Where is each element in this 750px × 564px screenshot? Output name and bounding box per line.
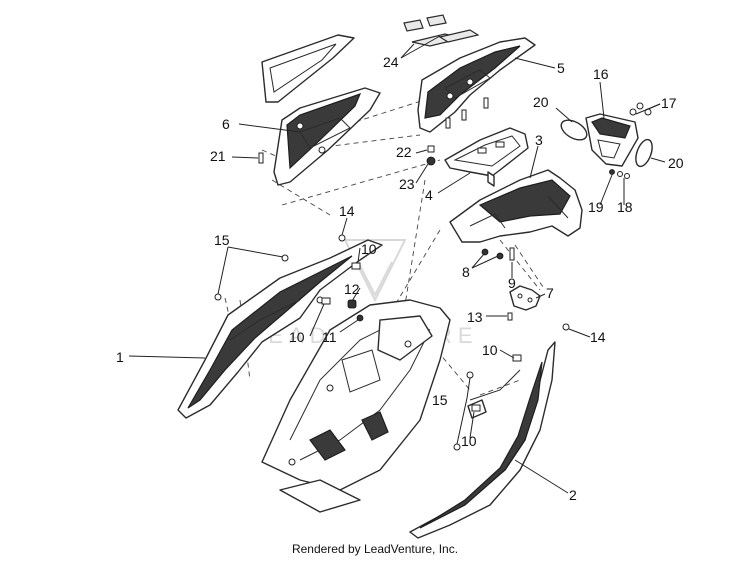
- callout-21: 21: [210, 148, 226, 164]
- callout-7: 7: [546, 285, 554, 301]
- watermark-logo: [343, 239, 407, 303]
- part-17-screws: [629, 102, 652, 116]
- callout-15-left: 15: [214, 232, 230, 248]
- part-6-side-cover: [273, 87, 381, 186]
- part-24-decals: [403, 14, 480, 47]
- callout-17: 17: [661, 95, 677, 111]
- part-5-top-cover: [417, 37, 536, 133]
- part-14-screws: [338, 234, 570, 331]
- part-20-reflector-left: [560, 119, 588, 141]
- part-22-nut: [427, 145, 435, 153]
- callout-9: 9: [508, 275, 516, 291]
- part-11-nut: [356, 314, 364, 322]
- callout-16: 16: [593, 66, 609, 82]
- render-credit: Rendered by LeadVenture, Inc.: [291, 542, 459, 556]
- callout-19: 19: [588, 199, 604, 215]
- part-10-clips: [321, 262, 522, 412]
- callout-11: 11: [322, 329, 337, 345]
- callout-3: 3: [535, 132, 543, 148]
- part-4-bracket: [444, 127, 529, 187]
- callout-10-top: 10: [361, 241, 377, 257]
- callout-14-top: 14: [339, 203, 355, 219]
- callout-13: 13: [467, 309, 483, 325]
- callout-labels: 24 5 16 17 20 20 6 21 22 23 3 4 19 18 14…: [116, 54, 684, 503]
- part-13-screw: [507, 312, 513, 321]
- callout-24: 24: [383, 54, 399, 70]
- part-5-fasteners: [445, 97, 489, 129]
- callout-12: 12: [344, 281, 360, 297]
- part-20-reflector-right: [635, 138, 653, 168]
- callout-4: 4: [425, 187, 433, 203]
- callout-10-right: 10: [482, 342, 498, 358]
- callout-14-right: 14: [590, 329, 606, 345]
- part-12-grommet: [347, 299, 357, 309]
- callout-22: 22: [396, 144, 412, 160]
- callout-2: 2: [569, 487, 577, 503]
- callout-1: 1: [116, 349, 124, 365]
- leader-lines: [128, 35, 666, 494]
- exploded-view-drawing: LEADVENTURE: [116, 14, 684, 539]
- part-7-plate-bracket: [509, 285, 541, 311]
- callout-10-bottom: 10: [461, 433, 477, 449]
- part-9-bolt: [509, 247, 515, 261]
- part-1-left-side-panel: [177, 239, 383, 419]
- part-16-tail-light: [585, 113, 639, 167]
- callout-6: 6: [222, 116, 230, 132]
- part-23-grommet: [426, 156, 436, 166]
- callout-8: 8: [462, 264, 470, 280]
- part-8-nuts: [481, 248, 504, 260]
- part-21-screw: [258, 152, 264, 164]
- callout-15-right: 15: [432, 392, 448, 408]
- callout-20-left: 20: [533, 94, 549, 110]
- callout-18: 18: [617, 199, 633, 215]
- part-18-washers: [617, 171, 630, 179]
- callout-20-right: 20: [668, 155, 684, 171]
- subframe-undertray: [261, 299, 451, 513]
- callout-23: 23: [399, 176, 415, 192]
- part-3-tail-cover: [449, 169, 583, 243]
- part-6-side-window: [261, 34, 355, 103]
- callout-10-left: 10: [289, 329, 305, 345]
- callout-5: 5: [557, 60, 565, 76]
- part-19-nuts: [609, 169, 615, 175]
